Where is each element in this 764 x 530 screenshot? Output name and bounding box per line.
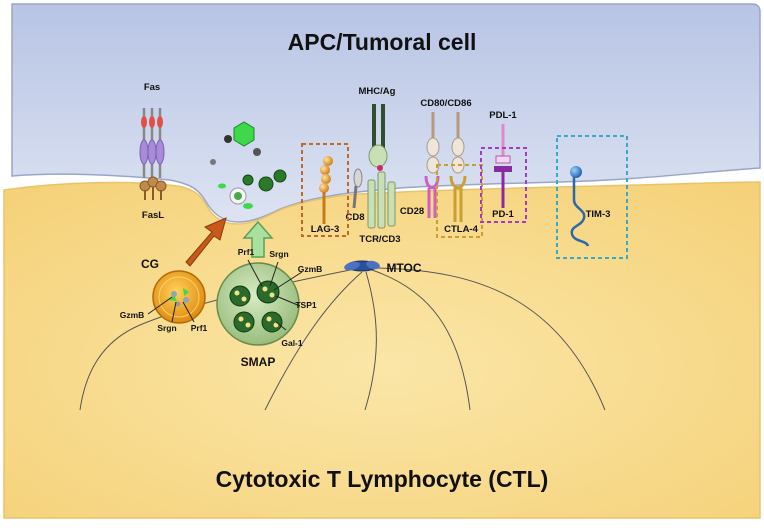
ctl-title: Cytotoxic T Lymphocyte (CTL) [216, 466, 549, 492]
tim3-label: TIM-3 [586, 209, 611, 220]
cg-prf1-label: Prf1 [191, 323, 208, 333]
lag3-label: LAG-3 [311, 224, 340, 235]
ctla4-label: CTLA-4 [444, 224, 478, 235]
lag3-box [301, 143, 349, 237]
tim3-box [556, 135, 628, 259]
cd8-coreceptor [352, 168, 363, 209]
tim3-receptor [570, 166, 590, 247]
mtoc-structure [344, 260, 380, 272]
cg-release-arrow [185, 217, 227, 267]
cg-label: CG [141, 257, 159, 271]
mhc-label: MHC/Ag [359, 86, 396, 97]
smap-tsp1-label: TSP1 [295, 300, 317, 310]
cytotoxic-granule [152, 270, 206, 324]
pd1-receptor [494, 166, 512, 208]
cd80-label: CD80/CD86 [420, 98, 471, 109]
ctla4-receptor [449, 175, 467, 222]
fas-receptor [139, 108, 165, 178]
fasl-ligand [139, 176, 167, 200]
pd1-label: PD-1 [492, 209, 514, 220]
smap-srgn-label: Srgn [269, 249, 288, 259]
released-granules [210, 121, 287, 209]
cg-leader-lines [147, 296, 195, 323]
pdl1-ligand [495, 124, 511, 164]
pd1-box [480, 147, 527, 223]
smap-prf1-label: Prf1 [238, 247, 255, 257]
fasl-label: FasL [142, 210, 164, 221]
apc-title: APC/Tumoral cell [288, 29, 477, 55]
smap-particle [216, 262, 300, 346]
cg-srgn-label: Srgn [157, 323, 176, 333]
mhc-complex [368, 104, 388, 171]
tcr-label: TCR/CD3 [359, 234, 400, 245]
mtoc-label: MTOC [386, 261, 421, 275]
fas-label: Fas [144, 82, 160, 93]
microtubules [79, 267, 606, 411]
cd28-label: CD28 [400, 206, 424, 217]
lag3-receptor [319, 156, 333, 224]
smap-label: SMAP [241, 355, 276, 369]
cg-gzmb-label: GzmB [120, 310, 145, 320]
smap-leader-lines [247, 259, 303, 331]
smap-release-arrow [242, 220, 274, 258]
tcr-cd3-complex [367, 171, 396, 229]
ctl-cell-body [3, 181, 761, 519]
smap-gal1-label: Gal-1 [281, 338, 303, 348]
cd8-label: CD8 [345, 212, 364, 223]
pdl1-label: PDL-1 [489, 110, 517, 121]
smap-gzmb-label: GzmB [298, 264, 323, 274]
